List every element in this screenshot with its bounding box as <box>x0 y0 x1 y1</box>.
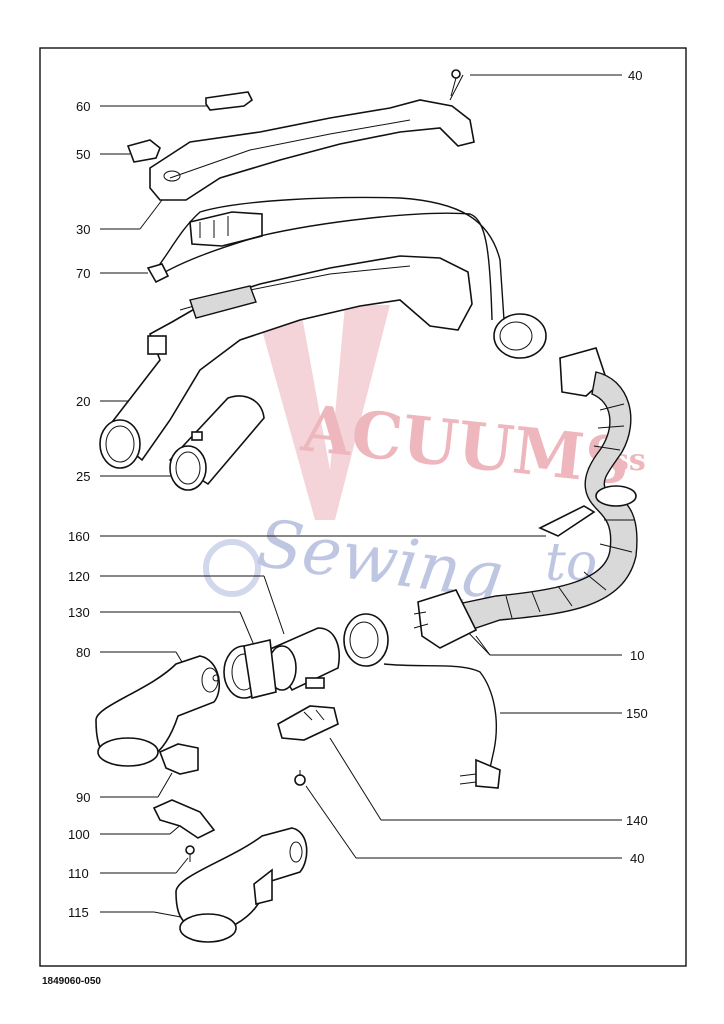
part-cover-plate <box>277 705 339 741</box>
watermark: ACUUMS ss Sewing to <box>203 305 646 616</box>
callout-80: 80 <box>76 645 90 660</box>
callout-90: 90 <box>76 790 90 805</box>
part-handle-top-cover <box>149 99 475 201</box>
part-hose <box>456 371 638 631</box>
callout-110: 110 <box>68 866 89 881</box>
callout-160: 160 <box>68 529 90 544</box>
part-clip <box>126 139 161 163</box>
part-adapter-ring <box>223 639 277 699</box>
part-screw-top <box>450 69 461 97</box>
part-main-handle <box>99 255 473 469</box>
part-elbow-lower <box>175 827 308 943</box>
watermark-line1: ACUUMS <box>297 391 633 500</box>
callout-70: 70 <box>76 266 90 281</box>
callout-40-top: 40 <box>628 68 642 83</box>
part-coupling-sleeve <box>266 627 340 692</box>
part-switch-wiring <box>146 196 505 321</box>
callout-50: 50 <box>76 147 90 162</box>
callout-25: 25 <box>76 469 90 484</box>
part-swivel-ring <box>343 613 389 667</box>
callout-40-bottom: 40 <box>630 851 644 866</box>
callout-100: 100 <box>68 827 90 842</box>
part-hose-cuff-lower <box>413 589 478 649</box>
callout-labels: 40 60 50 30 70 20 25 160 120 130 80 10 1… <box>68 68 648 920</box>
callout-10: 10 <box>630 648 644 663</box>
part-small-screw <box>185 845 195 862</box>
callout-130: 130 <box>68 605 90 620</box>
callout-30: 30 <box>76 222 90 237</box>
part-mounting-plate <box>152 799 216 839</box>
watermark-swirl <box>203 539 261 597</box>
part-power-cord <box>383 663 501 789</box>
watermark-v-mark <box>255 305 390 520</box>
leader-lines <box>100 74 622 919</box>
callout-20: 20 <box>76 394 90 409</box>
callout-150: 150 <box>626 706 648 721</box>
part-hose-swivel-upper <box>493 313 607 397</box>
document-number: 1849060-050 <box>42 976 101 987</box>
callout-140: 140 <box>626 813 648 828</box>
part-extension-tube <box>168 395 265 491</box>
part-slider-button <box>205 91 254 111</box>
watermark-line2: Sewing <box>253 505 508 616</box>
part-screw-bottom <box>294 770 306 786</box>
part-hose-clip <box>538 505 596 537</box>
callout-115: 115 <box>68 905 89 920</box>
callout-120: 120 <box>68 569 90 584</box>
callout-60: 60 <box>76 99 90 114</box>
part-bracket <box>158 743 199 775</box>
part-elbow-upper <box>95 655 221 767</box>
diagram-frame <box>39 47 687 967</box>
